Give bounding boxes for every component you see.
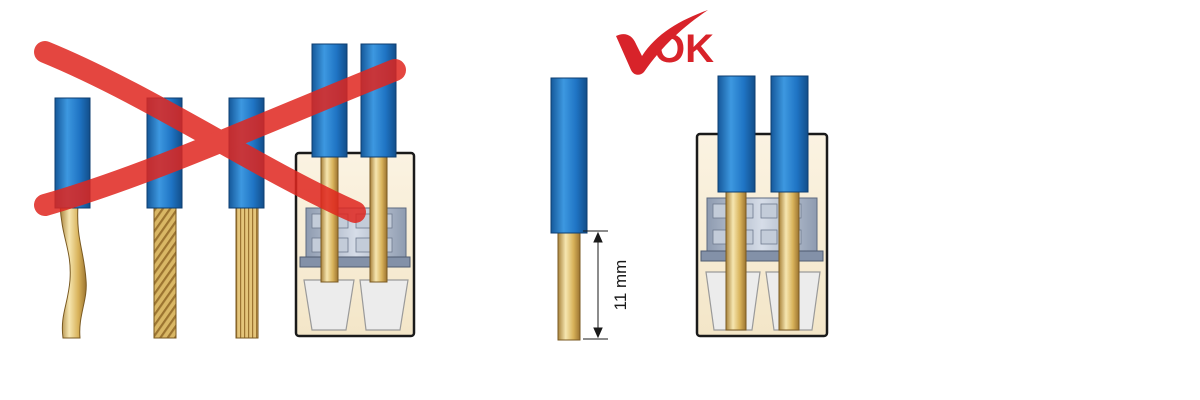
wire-twisted-end	[146, 97, 183, 339]
conductor	[557, 229, 581, 341]
dimension-label: 11 mm	[611, 260, 630, 311]
conductor-right	[369, 149, 388, 283]
wrong-examples-group	[34, 41, 416, 339]
twisted-conductor	[153, 204, 177, 339]
insulation-right	[770, 75, 809, 193]
dimension-marker	[583, 230, 608, 340]
ok-label: OK	[654, 27, 714, 71]
bent-conductor	[59, 204, 87, 339]
conductor-left	[320, 149, 339, 283]
check-mark-icon	[616, 10, 708, 75]
wire-bent-end	[54, 97, 91, 339]
wrong-cross-icon	[34, 41, 406, 223]
connector-correct	[695, 75, 829, 338]
wire-correct-strip: 11 mm	[550, 77, 630, 341]
correct-examples-group: OK 11 mm	[550, 10, 829, 341]
conductor-left	[725, 184, 747, 331]
conductor-right	[778, 184, 800, 331]
ok-heading: OK	[616, 10, 714, 75]
stranded-conductor	[235, 204, 259, 339]
insulation-left	[717, 75, 756, 193]
clamp-bar	[299, 256, 411, 268]
clamp-bar	[700, 250, 824, 262]
insulation	[550, 77, 588, 234]
